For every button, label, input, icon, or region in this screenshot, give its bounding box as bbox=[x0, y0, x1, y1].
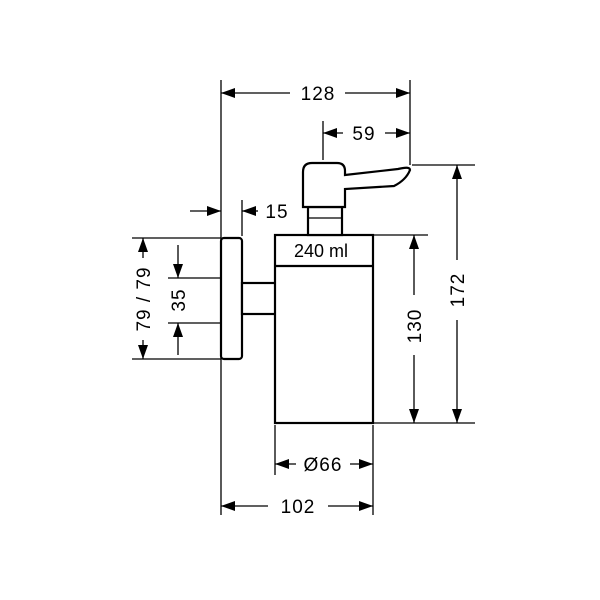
dim-container-diameter-label: Ø66 bbox=[304, 455, 343, 476]
dim-fixing-distance-label: 35 bbox=[169, 288, 190, 311]
dim-base-height-label: 79 / 79 bbox=[134, 266, 155, 331]
capacity-label: 240 ml bbox=[294, 241, 348, 261]
extension-lines bbox=[132, 80, 475, 515]
dim-wall-offset bbox=[190, 206, 258, 216]
dim-container-diameter bbox=[275, 459, 373, 469]
dim-container-height-label: 130 bbox=[405, 309, 426, 344]
pump-neck bbox=[306, 205, 344, 237]
container bbox=[273, 233, 375, 425]
dim-wall-offset-label: 15 bbox=[265, 202, 288, 223]
dim-overall-width bbox=[221, 88, 410, 98]
dim-total-height bbox=[452, 165, 462, 423]
dim-fixing-distance bbox=[173, 245, 183, 355]
dim-spout-length-label: 59 bbox=[352, 124, 375, 145]
soap-dispenser bbox=[219, 161, 412, 425]
dim-total-height-label: 172 bbox=[448, 273, 469, 308]
dim-overall-width-label: 128 bbox=[301, 84, 336, 105]
wall-plate bbox=[219, 236, 244, 361]
dim-spout-length bbox=[323, 128, 410, 138]
dim-wall-to-front bbox=[221, 501, 373, 511]
dim-container-height bbox=[409, 235, 419, 423]
dim-base-height bbox=[138, 238, 148, 359]
pump-head bbox=[301, 161, 412, 209]
holder-arm bbox=[240, 281, 278, 316]
dim-wall-to-front-label: 102 bbox=[281, 497, 316, 518]
